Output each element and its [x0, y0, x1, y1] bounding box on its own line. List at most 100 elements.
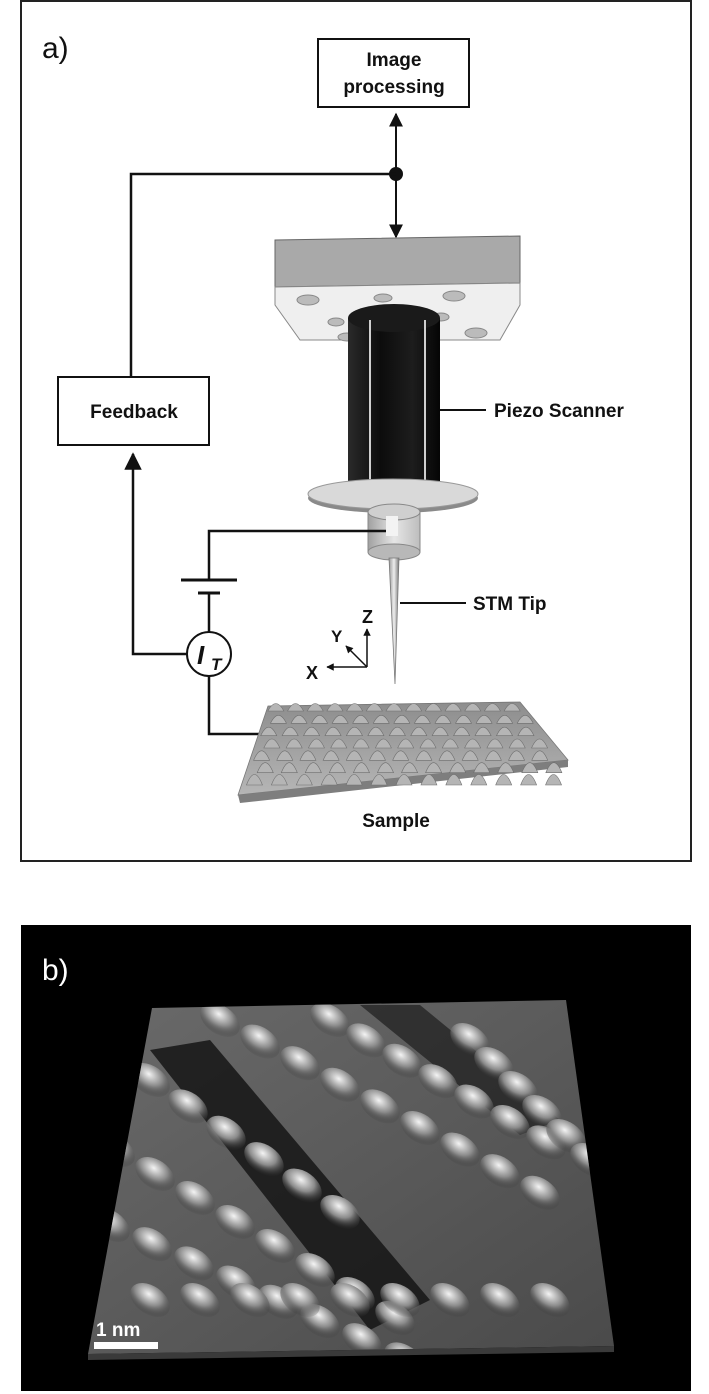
current-symbol: I	[197, 640, 205, 670]
surface-bump	[269, 715, 287, 724]
surface-bump	[246, 774, 263, 786]
surface-bump	[475, 715, 493, 724]
surface-bump	[295, 774, 313, 786]
surface-bump	[372, 715, 390, 724]
surface-bump	[415, 750, 433, 761]
surface-bump	[346, 703, 364, 712]
surface-bump	[322, 750, 340, 761]
surface-bump	[531, 750, 549, 761]
surface-bump	[495, 774, 513, 786]
scale-bar-line	[94, 1342, 158, 1349]
surface-atom	[255, 1228, 295, 1264]
surface-atom	[132, 1227, 172, 1262]
surface-bump	[410, 726, 428, 736]
surface-bump	[345, 750, 363, 761]
surface-bump	[370, 774, 388, 786]
surface-atom	[282, 1168, 322, 1203]
surface-atom	[168, 1089, 208, 1124]
surface-bump	[473, 762, 491, 773]
surface-bump	[521, 762, 539, 773]
image-processing-box: Image processing	[317, 38, 470, 108]
surface-bump	[474, 726, 492, 736]
surface-bump	[306, 703, 324, 712]
surface-bump	[508, 750, 526, 761]
surface-bump	[367, 726, 385, 736]
sample-surface	[237, 701, 569, 803]
surface-atom	[174, 1246, 214, 1281]
surface-bump	[503, 703, 521, 712]
surface-bump	[497, 762, 515, 773]
surface-atom	[320, 1067, 360, 1102]
axis-x-label: X	[306, 663, 318, 683]
surface-bump	[419, 738, 437, 749]
axes-indicator: Z Y X	[306, 607, 373, 683]
surface-bump	[299, 750, 317, 761]
surface-bump	[374, 738, 392, 749]
surface-bump	[385, 703, 403, 712]
surface-bump	[303, 726, 321, 736]
surface-bump	[311, 715, 329, 724]
surface-atom	[240, 1024, 280, 1059]
surface-bump	[276, 750, 294, 761]
surface-bump	[281, 726, 299, 736]
surface-bump	[377, 762, 394, 773]
surface-atom	[430, 1282, 470, 1318]
surface-bump	[520, 774, 538, 786]
piezo-scanner-label: Piezo Scanner	[494, 401, 624, 422]
surface-atom	[418, 1064, 458, 1099]
surface-bump	[484, 750, 502, 761]
surface-bump	[270, 774, 288, 786]
surface-atom	[400, 1110, 440, 1146]
surface-bump	[352, 715, 370, 724]
surface-bump	[320, 774, 338, 786]
surface-bump	[496, 715, 514, 724]
panel-b-label: b)	[42, 954, 69, 987]
surface-bump	[304, 762, 322, 773]
surface-bump	[424, 703, 442, 712]
surface-bump	[545, 762, 563, 773]
surface-atom	[295, 1252, 335, 1288]
surface-bump	[345, 774, 363, 786]
surface-atom	[244, 1142, 284, 1177]
surface-bump	[353, 762, 370, 773]
image-processing-line-1: Image	[367, 50, 422, 71]
surface-bump	[365, 703, 383, 712]
surface-atom	[280, 1282, 320, 1318]
surface-atom	[454, 1084, 494, 1119]
surface-bump	[413, 715, 431, 724]
surface-atom	[130, 1282, 170, 1318]
surface-bump	[260, 726, 278, 736]
surface-bump	[420, 774, 438, 786]
surface-bump	[395, 774, 413, 786]
image-processing-line-2: processing	[343, 77, 444, 98]
surface-atom	[215, 1204, 255, 1240]
surface-bump	[453, 726, 471, 736]
surface-atom	[175, 1180, 215, 1216]
surface-bump	[326, 703, 344, 712]
surface-bump	[256, 762, 274, 773]
surface-bump	[290, 715, 308, 724]
surface-bump	[352, 738, 370, 749]
tip-holder	[367, 503, 421, 561]
surface-bump	[280, 762, 298, 773]
surface-bump	[438, 750, 456, 761]
surface-atom	[135, 1156, 175, 1192]
piezo-scanner-cylinder	[348, 304, 440, 490]
surface-atom	[342, 1323, 382, 1354]
surface-bump	[431, 726, 449, 736]
bias-wire-top	[207, 529, 386, 580]
surface-atom	[480, 1282, 520, 1318]
scanner-disc	[307, 478, 479, 513]
surface-bump	[445, 774, 463, 786]
surface-bump	[486, 738, 504, 749]
surface-bump	[483, 703, 501, 712]
surface-atom	[360, 1089, 400, 1124]
stm-topography-image	[88, 1000, 614, 1360]
surface-atom	[480, 1154, 520, 1189]
surface-bump	[388, 726, 406, 736]
surface-bump	[470, 774, 488, 786]
surface-atom	[200, 1002, 240, 1038]
surface-bump	[449, 762, 467, 773]
panel-a-label: a)	[42, 32, 69, 65]
surface-bump	[393, 715, 411, 724]
